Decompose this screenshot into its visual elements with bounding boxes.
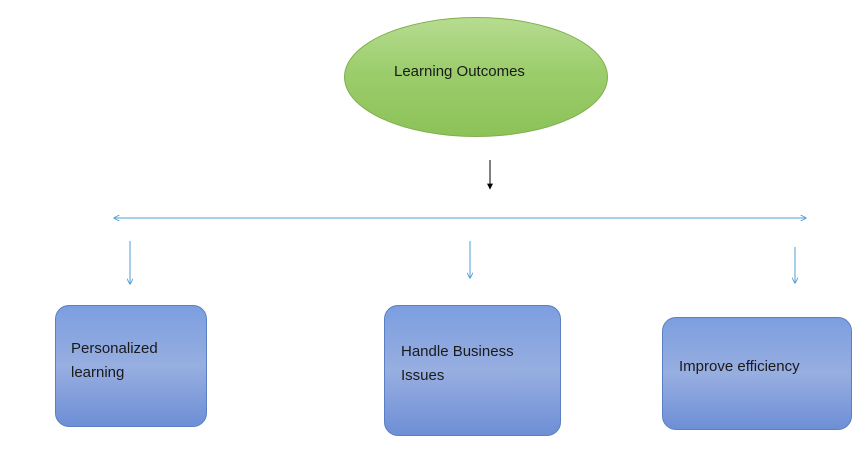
node-handle-business-issues: Handle Business Issues (384, 305, 561, 436)
node-label-line: Personalized (71, 340, 158, 357)
node-label-line: learning (71, 364, 125, 381)
node-label-line: Issues (401, 367, 445, 384)
node-personalized-learning: Personalized learning (55, 305, 207, 427)
root-node-label: Learning Outcomes (394, 63, 525, 80)
node-label-line: Improve efficiency (679, 358, 800, 375)
root-node-ellipse (344, 17, 608, 137)
node-improve-efficiency: Improve efficiency (662, 317, 852, 430)
node-label-line: Handle Business (401, 343, 514, 360)
